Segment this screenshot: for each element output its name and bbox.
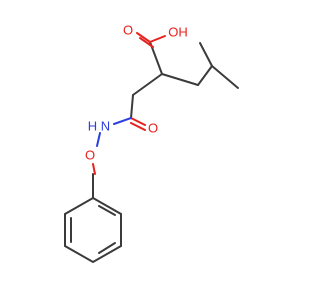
atom-acid-hydroxyl: OH [168,24,188,39]
bond-ch-methyl-2 [199,42,213,67]
atom-ether-o: O [85,147,95,162]
bond-ch-methyl-1 [211,65,239,89]
bond-amide-carbonyl-2 [130,122,146,131]
molecule-diagram: O OH O H N O [64,22,239,264]
atom-amide-carbonyl-o: O [148,120,158,135]
atom-acid-carbonyl-o: O [123,22,133,37]
bond-amide-c-n [113,117,132,125]
bond-alpha-ch2 [161,73,199,86]
bond-alpha-ch2-amide [132,73,163,96]
benzene-ring [64,196,122,264]
bond-ch2-ch [197,65,213,86]
atom-amide-n: H N [88,118,110,133]
bond-o-ch2-part [92,163,96,175]
bond-n-o [96,132,101,147]
bond-ch2-amide-c [130,94,134,119]
benzene-double-1 [98,205,116,216]
bond-acid-hydroxyl [149,35,166,43]
bond-acid-carbonyl-1 [136,32,151,43]
benzene-double-2 [98,242,116,254]
bond-acid-carbonyl-2 [139,37,154,48]
bond-amide-carbonyl-1 [130,117,146,126]
